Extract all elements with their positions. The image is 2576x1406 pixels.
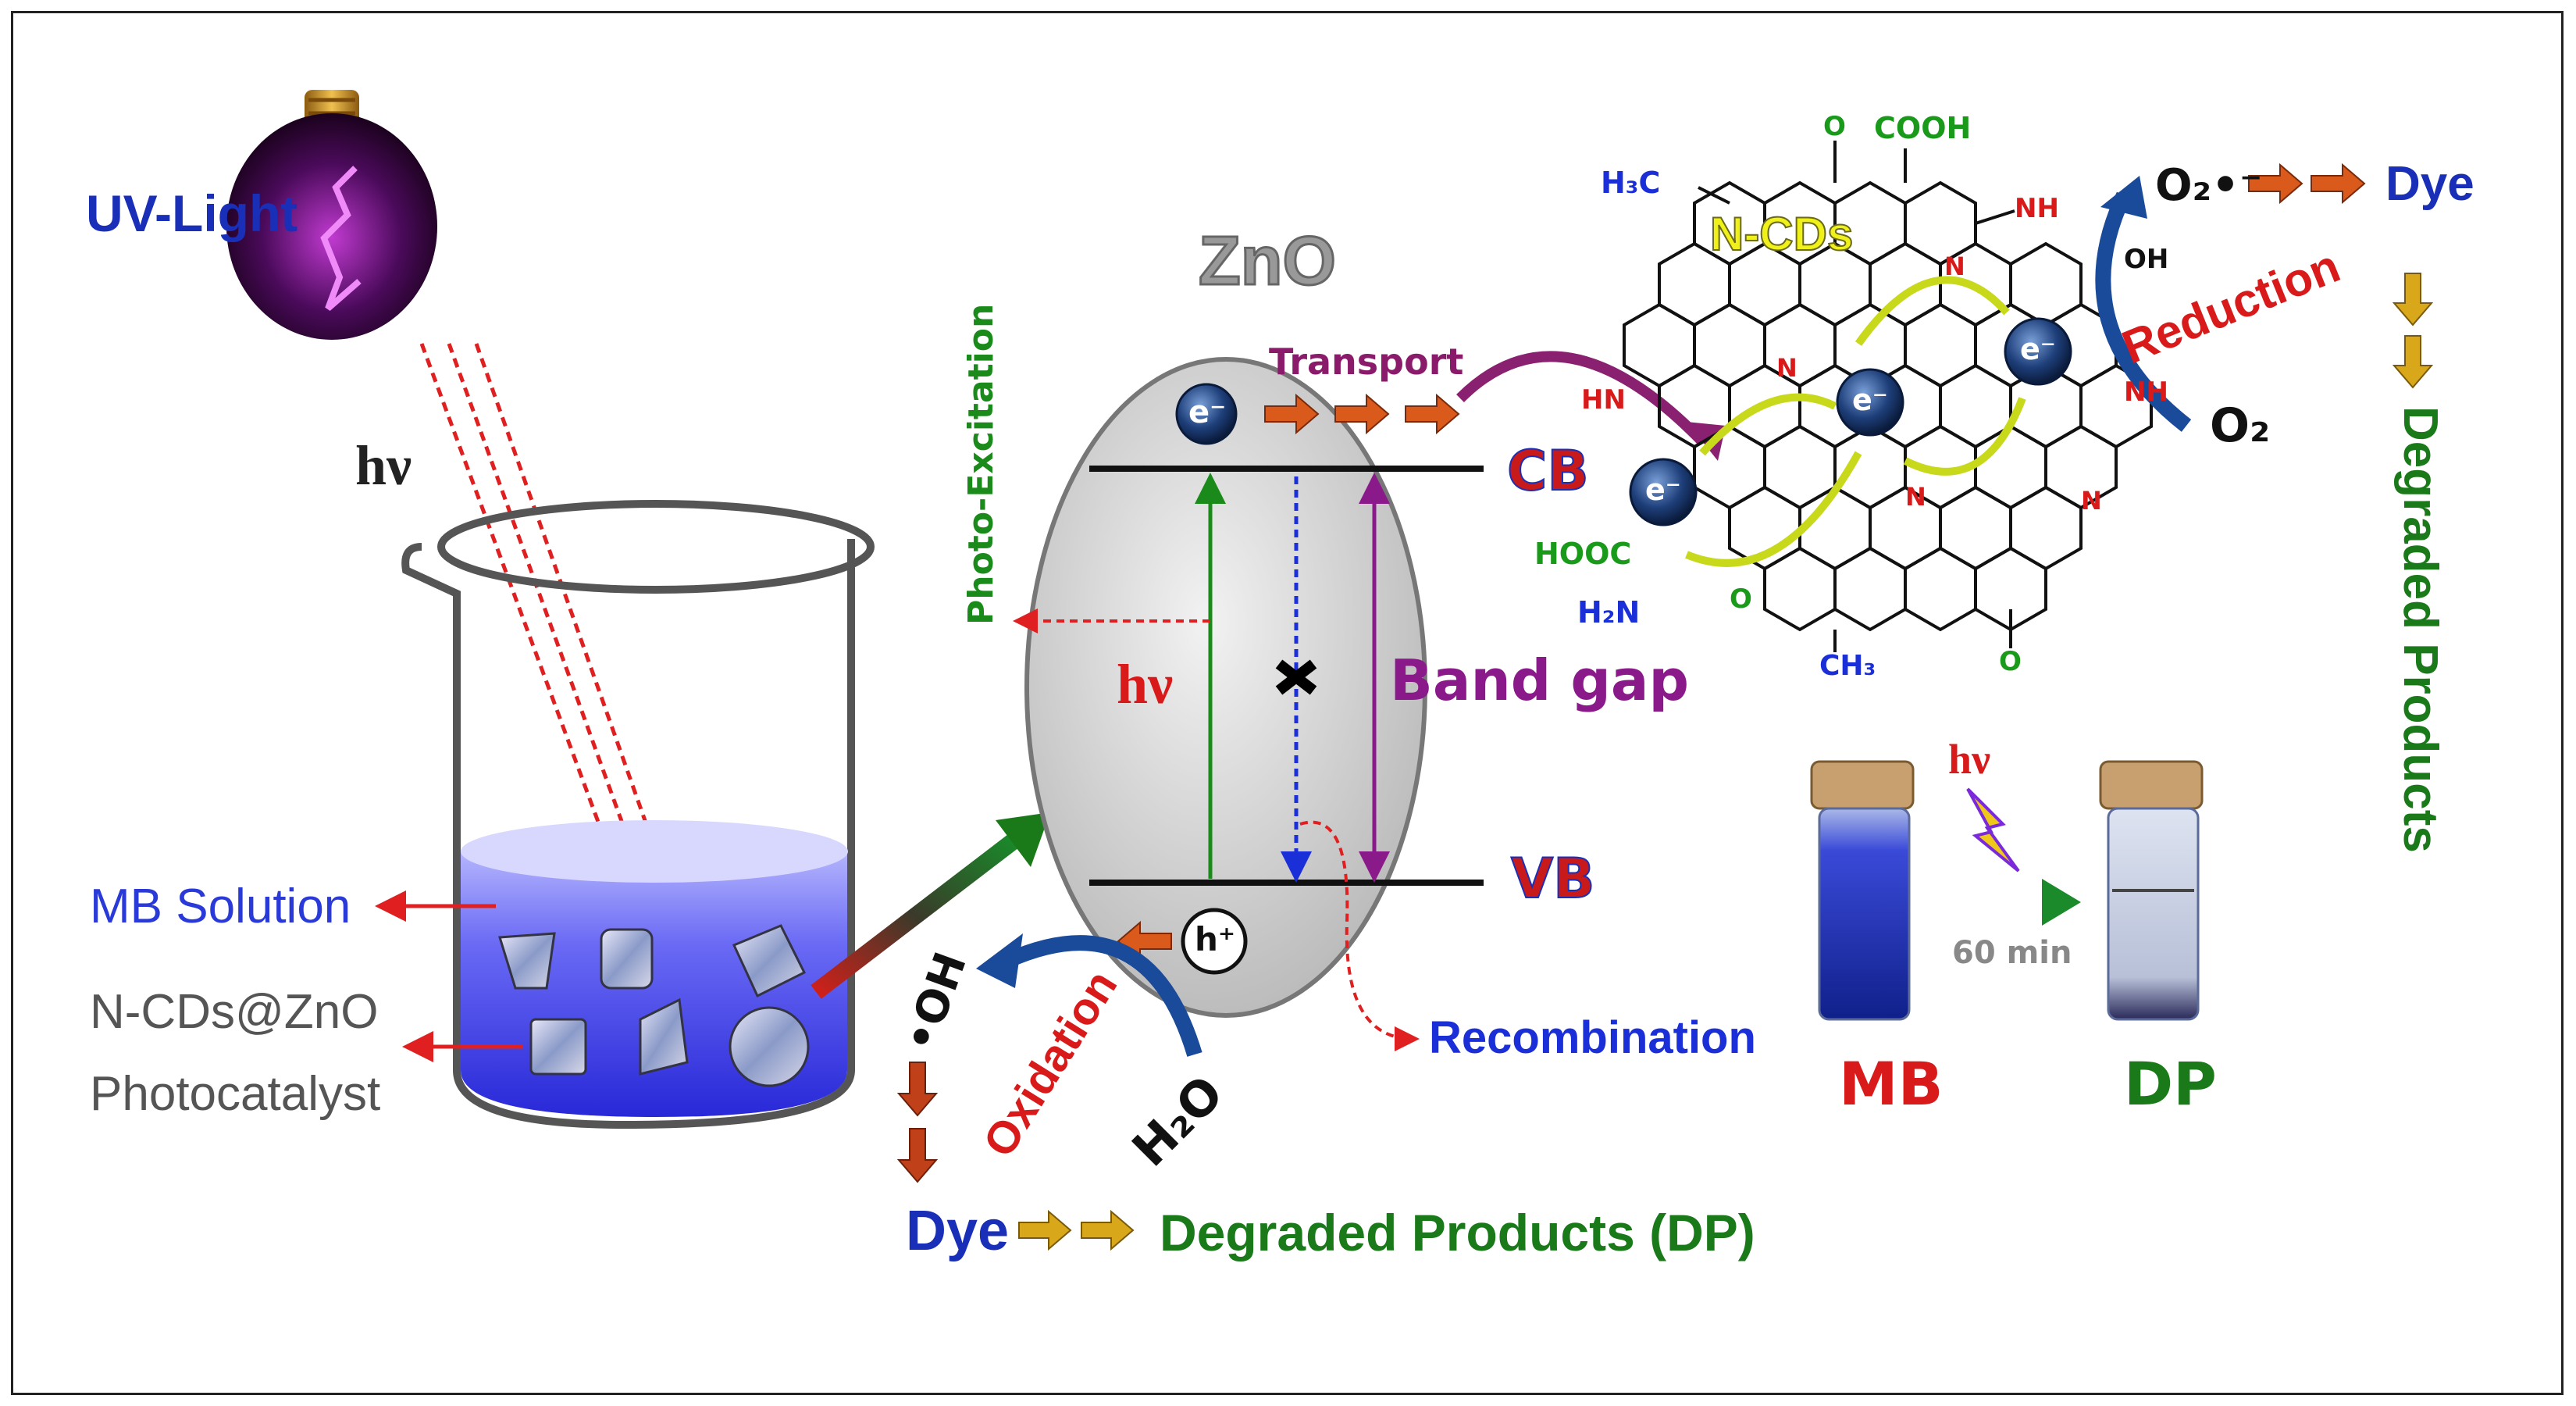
band-gap-label: Band gap bbox=[1390, 648, 1689, 713]
chem-oh: OH bbox=[2124, 244, 2169, 275]
hv-gap-label: hν bbox=[1117, 653, 1174, 715]
hole-icon bbox=[1181, 908, 1248, 975]
mb-solution-label: MB Solution bbox=[90, 880, 351, 933]
zno-particle bbox=[1024, 357, 1484, 1018]
cb-label: CB bbox=[1506, 439, 1590, 503]
hv-vial-label: hν bbox=[1948, 736, 1991, 783]
oxidation-curve bbox=[976, 933, 1202, 1057]
chem-ch3: CH₃ bbox=[1819, 650, 1876, 682]
ncd-electron-label-1: e⁻ bbox=[1645, 473, 1681, 507]
degraded-bottom-label: Degraded Products (DP) bbox=[1160, 1204, 1755, 1261]
photo-excitation-label: Photo-Excitation bbox=[961, 303, 1001, 625]
dye-bottom-label: Dye bbox=[906, 1200, 1010, 1262]
mb-label: MB bbox=[1839, 1049, 1944, 1119]
chem-nh-top: NH bbox=[2015, 193, 2059, 224]
electron-hop-arrows bbox=[1685, 276, 2026, 567]
dye-to-dp-right-arrows bbox=[2392, 273, 2434, 389]
n-cds-label: N-CDs bbox=[1709, 208, 1854, 260]
chem-h2n: H₂N bbox=[1577, 595, 1641, 630]
ncd-electron-icon-2 bbox=[1836, 368, 1904, 437]
uv-light-label: UV-Light bbox=[86, 184, 298, 242]
vb-label: VB bbox=[1510, 847, 1596, 911]
ncd-electron-label-2: e⁻ bbox=[1852, 383, 1888, 417]
reduction-curve bbox=[2095, 176, 2192, 432]
hole-label: h⁺ bbox=[1195, 920, 1236, 958]
chem-hooc: HOOC bbox=[1534, 537, 1632, 571]
chem-o-top: O bbox=[1823, 111, 1846, 142]
lightning-icon bbox=[1966, 787, 2020, 873]
recombination-label: Recombination bbox=[1429, 1012, 1756, 1063]
o2-to-dye-arrows bbox=[2248, 162, 2366, 205]
degraded-right-label: Degraded Products bbox=[2393, 406, 2447, 853]
o2-radical-label: O₂•⁻ bbox=[2155, 160, 2263, 211]
vial-arrow bbox=[1944, 879, 2081, 926]
dye-to-dp-arrows bbox=[1018, 1209, 1135, 1251]
ncd-electron-label-3: e⁻ bbox=[2020, 332, 2056, 366]
catalyst-particles bbox=[498, 924, 810, 1087]
electron-icon bbox=[1175, 383, 1238, 445]
ncd-electron-icon-1 bbox=[1629, 458, 1698, 526]
chem-n4: N bbox=[2081, 486, 2102, 516]
recombination-pointer bbox=[1299, 820, 1420, 1051]
chem-nh-right: NH bbox=[2124, 376, 2168, 408]
label-pointers bbox=[375, 890, 523, 1062]
oh-to-dye-arrows bbox=[896, 1062, 939, 1183]
hv-lamp-label: hν bbox=[355, 434, 412, 497]
beaker-to-zno-arrow bbox=[811, 812, 1050, 999]
transport-arrows bbox=[1264, 393, 1460, 435]
dp-label: DP bbox=[2124, 1049, 2217, 1119]
o2-label: O₂ bbox=[2210, 398, 2271, 453]
recombination-arrow bbox=[1275, 476, 1317, 883]
time-label: 60 min bbox=[1952, 935, 2072, 971]
chem-o-ring: O bbox=[1730, 583, 1752, 615]
photocatalyst-label-line2: Photocatalyst bbox=[90, 1067, 381, 1121]
chem-n2: N bbox=[1944, 252, 1965, 281]
dye-right-label: Dye bbox=[2385, 157, 2474, 211]
electron-label: e⁻ bbox=[1188, 394, 1227, 430]
chem-hn: HN bbox=[1581, 384, 1626, 416]
uv-lamp-icon bbox=[226, 90, 437, 340]
chem-cooh: COOH bbox=[1874, 111, 1972, 145]
chem-h3c: H₃C bbox=[1601, 166, 1661, 200]
chem-bonds bbox=[1698, 141, 2015, 652]
ncd-electron-icon-3 bbox=[2004, 317, 2072, 386]
zno-label: ZnO bbox=[1198, 222, 1338, 299]
uv-rays bbox=[419, 343, 663, 859]
mb-vial-icon bbox=[1810, 760, 1915, 1021]
photocatalyst-label-line1: N-CDs@ZnO bbox=[90, 985, 379, 1039]
chem-n3: N bbox=[1905, 482, 1926, 512]
transport-label: Transport bbox=[1269, 341, 1464, 383]
chem-o-bottom: O bbox=[1999, 646, 2022, 677]
chem-n1: N bbox=[1776, 353, 1797, 383]
dp-vial-icon bbox=[2099, 760, 2204, 1021]
